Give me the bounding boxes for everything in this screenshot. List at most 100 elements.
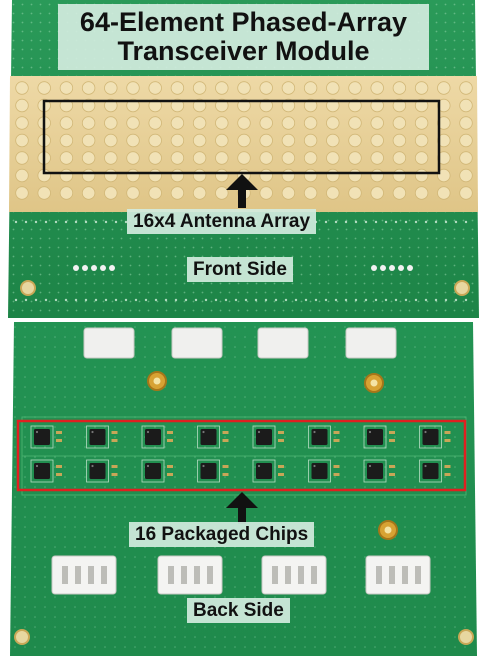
antenna-element [392, 98, 407, 113]
rf-connector-icon [147, 371, 398, 540]
antenna-element [170, 98, 185, 113]
antenna-element [392, 116, 407, 130]
antenna-element [104, 186, 118, 200]
antenna-element [259, 98, 273, 113]
antenna-element [392, 133, 407, 148]
antenna-element [15, 168, 29, 183]
antenna-element [126, 151, 140, 165]
front-connector-pins [73, 265, 413, 271]
antenna-element [459, 116, 473, 130]
antenna-element [15, 81, 29, 95]
antenna-element [348, 168, 362, 183]
packaged-chip [252, 425, 284, 449]
antenna-element [348, 116, 362, 130]
antenna-element [459, 98, 473, 113]
antenna-element [437, 81, 451, 95]
antenna-element [192, 133, 207, 148]
packaged-chip [30, 459, 62, 483]
antenna-element [281, 98, 296, 113]
packaged-chip [363, 459, 395, 483]
antenna-element [170, 116, 185, 130]
antenna-element [437, 151, 451, 165]
packaged-chip [141, 425, 173, 449]
antenna-element [326, 168, 340, 183]
packaged-chip [197, 425, 229, 449]
antenna-element [348, 133, 362, 148]
antenna-element [192, 116, 207, 130]
antenna-element [126, 133, 140, 148]
antenna-element [81, 133, 96, 148]
mounting-hole [454, 280, 470, 296]
antenna-element [370, 168, 384, 183]
antenna-element [392, 81, 407, 95]
arrow-up-icon [226, 492, 258, 524]
front-side-label: Front Side [187, 257, 293, 282]
packaged-chips-label: 16 Packaged Chips [129, 522, 315, 547]
antenna-element [215, 186, 229, 200]
antenna-element [170, 186, 185, 200]
antenna-element [392, 151, 407, 165]
antenna-element [370, 186, 384, 200]
antenna-element [281, 151, 296, 165]
antenna-element [281, 116, 296, 130]
antenna-element [437, 186, 451, 200]
antenna-element [15, 116, 29, 130]
antenna-element [126, 81, 140, 95]
packaged-chip [308, 459, 340, 483]
antenna-element [459, 168, 473, 183]
antenna-element [59, 151, 74, 165]
antenna-element [148, 151, 162, 165]
antenna-element [126, 186, 140, 200]
antenna-element [192, 81, 207, 95]
antenna-element [148, 98, 162, 113]
antenna-element [459, 133, 473, 148]
antenna-element [59, 116, 74, 130]
antenna-element [192, 168, 207, 183]
antenna-element [281, 81, 296, 95]
antenna-array-label: 16x4 Antenna Array [127, 209, 317, 234]
antenna-element [15, 133, 29, 148]
antenna-element [303, 151, 318, 165]
antenna-element [59, 186, 74, 200]
antenna-element [215, 168, 229, 183]
antenna-element [414, 151, 429, 165]
mounting-hole [458, 629, 474, 645]
antenna-element [459, 151, 473, 165]
antenna-element [215, 133, 229, 148]
front-side-photo: 64-Element Phased-Array Transceiver Modu… [0, 0, 487, 318]
packaged-chip [363, 425, 395, 449]
packaged-chip [252, 459, 284, 483]
antenna-element [281, 133, 296, 148]
antenna-element [414, 186, 429, 200]
antenna-element [414, 116, 429, 130]
antenna-element [170, 133, 185, 148]
arrow-up-icon [226, 174, 258, 208]
antenna-element [303, 81, 318, 95]
figure-title: 64-Element Phased-Array Transceiver Modu… [58, 4, 429, 70]
packaged-chip [419, 459, 451, 483]
antenna-element [459, 186, 473, 200]
antenna-array-highlight-box [42, 99, 441, 175]
packaged-chip [419, 425, 451, 449]
antenna-element [414, 81, 429, 95]
antenna-element [392, 186, 407, 200]
antenna-element [170, 168, 185, 183]
antenna-element [148, 168, 162, 183]
antenna-element [59, 133, 74, 148]
antenna-element [414, 98, 429, 113]
antenna-element [348, 98, 362, 113]
antenna-element [437, 168, 451, 183]
antenna-element [348, 151, 362, 165]
antenna-element [126, 168, 140, 183]
antenna-element [126, 98, 140, 113]
antenna-element [370, 98, 384, 113]
antenna-element [259, 186, 273, 200]
antenna-element [414, 168, 429, 183]
packaged-chip [30, 425, 62, 449]
antenna-element [348, 186, 362, 200]
antenna-element [281, 168, 296, 183]
antenna-element [81, 116, 96, 130]
antenna-element [15, 98, 29, 113]
antenna-element [437, 116, 451, 130]
antenna-element [215, 81, 229, 95]
